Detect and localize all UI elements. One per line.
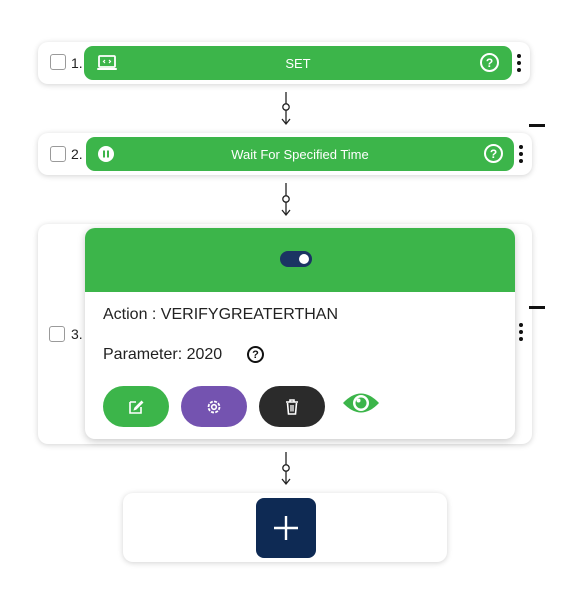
step-2-checkbox[interactable]	[50, 146, 66, 162]
step-3-detail-panel: Action : VERIFYGREATERTHAN Parameter: 20…	[85, 228, 515, 439]
plus-icon	[274, 516, 298, 540]
edit-button[interactable]	[103, 386, 169, 427]
parameter-text: Parameter: 2020	[103, 346, 223, 363]
edit-icon	[129, 400, 144, 414]
step-1-label: SET	[285, 55, 311, 71]
eye-icon[interactable]	[341, 390, 381, 421]
parameter-help-icon[interactable]: ?	[247, 346, 264, 363]
settings-button[interactable]	[181, 386, 247, 427]
connector-arrow	[279, 452, 293, 486]
connector-arrow	[279, 92, 293, 126]
step-2-bar[interactable]: Wait For Specified Time ?	[86, 137, 514, 171]
step-3-number: 3.	[71, 326, 83, 342]
step-3-menu-icon[interactable]	[518, 323, 524, 341]
pause-icon	[98, 146, 114, 162]
laptop-icon	[96, 54, 118, 72]
step-card-2: 2. Wait For Specified Time ?	[38, 133, 532, 175]
step-3-checkbox[interactable]	[49, 326, 65, 342]
add-step-card	[123, 493, 447, 562]
step-1-menu-icon[interactable]	[516, 54, 522, 72]
step-1-number: 1.	[71, 55, 83, 71]
step-3-header	[85, 228, 515, 292]
add-step-button[interactable]	[256, 498, 316, 558]
step-1-checkbox[interactable]	[50, 54, 66, 70]
connector-arrow	[279, 183, 293, 217]
step-card-1: 1. SET ?	[38, 42, 530, 84]
enable-toggle[interactable]	[280, 251, 312, 267]
step-1-bar[interactable]: SET ?	[84, 46, 512, 80]
drag-dash-1	[529, 124, 545, 127]
drag-dash-2	[529, 306, 545, 309]
step-2-help-icon[interactable]: ?	[484, 144, 503, 163]
step-2-label: Wait For Specified Time	[231, 146, 369, 162]
gear-icon	[207, 400, 221, 413]
step-2-number: 2.	[71, 146, 83, 162]
trash-icon	[286, 398, 298, 415]
step-1-help-icon[interactable]: ?	[480, 53, 499, 72]
delete-button[interactable]	[259, 386, 325, 427]
action-text: Action : VERIFYGREATERTHAN	[103, 306, 339, 323]
step-2-menu-icon[interactable]	[518, 145, 524, 163]
